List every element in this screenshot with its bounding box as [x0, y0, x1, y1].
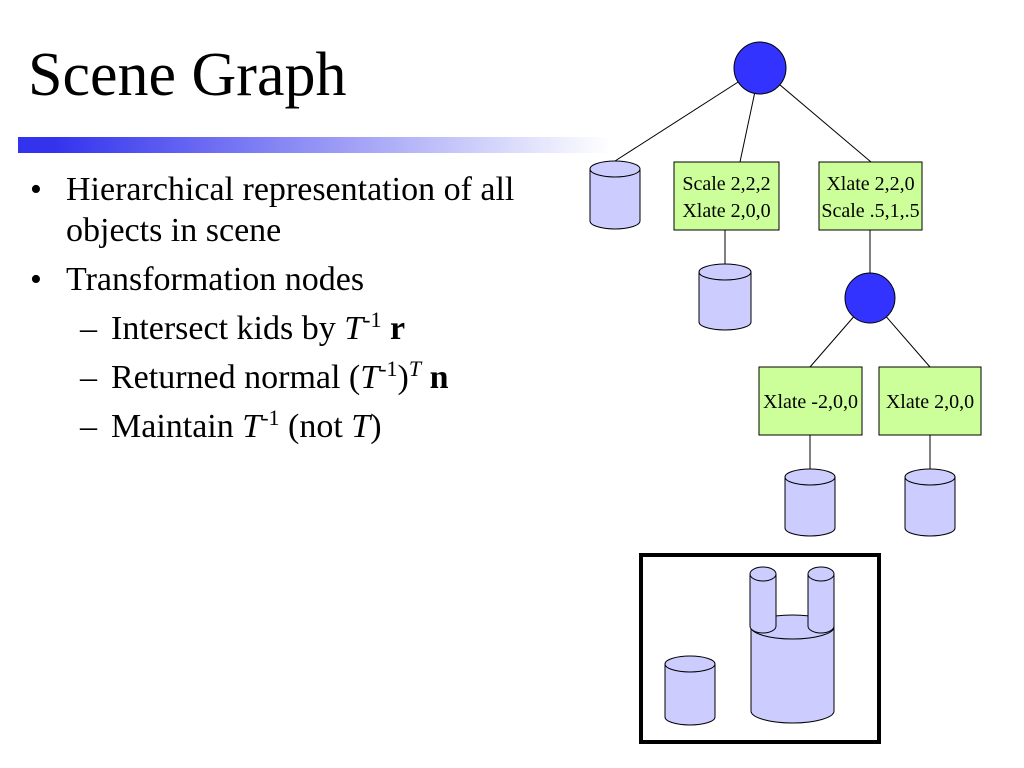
- cylinder-body: [807, 573, 835, 634]
- exponent: -1: [261, 405, 280, 430]
- sub-bullet-text: ): [397, 359, 409, 396]
- rendered-scene: [639, 553, 881, 744]
- cylinder-top: [589, 160, 641, 178]
- transform-node-label: Scale .5,1,.5: [821, 200, 919, 222]
- exponent: T: [409, 356, 421, 381]
- transform-node: Scale 2,2,2 Xlate 2,0,0: [673, 161, 780, 231]
- transform-node: Xlate 2,0,0: [878, 366, 982, 436]
- matrix-symbol: T: [344, 310, 364, 347]
- bullet-list: Hierarchical representation of all objec…: [30, 169, 556, 447]
- transform-node-label: Xlate 2,0,0: [886, 391, 974, 413]
- primitive-cylinder: [904, 468, 956, 537]
- transpose-symbol: T: [408, 356, 422, 381]
- vector-symbol: r: [389, 310, 406, 347]
- bullet-item: Hierarchical representation of all objec…: [30, 169, 556, 251]
- sub-bullet-item: Returned normal (T-1)T n: [80, 356, 556, 398]
- cylinder-top: [749, 566, 777, 582]
- vector-symbol: n: [429, 359, 449, 396]
- matrix-symbol: T: [360, 359, 380, 396]
- cylinder-top: [807, 566, 835, 582]
- sub-bullet-text: (not: [279, 408, 352, 445]
- cylinder-body: [664, 663, 716, 726]
- transform-node-label: Xlate 2,0,0: [682, 200, 770, 222]
- scene-cylinder-tall-left: [749, 566, 777, 634]
- transform-node-label: Xlate 2,2,0: [826, 173, 914, 195]
- matrix-symbol: T: [351, 408, 371, 445]
- cylinder-body: [589, 168, 641, 230]
- title-accent-bar: [18, 137, 610, 153]
- sub-bullet-list: Intersect kids by T-1 r Returned normal …: [80, 307, 556, 447]
- cylinder-body: [750, 626, 835, 724]
- cylinder-top: [784, 468, 836, 486]
- primitive-cylinder: [784, 468, 836, 537]
- cylinder-top: [698, 263, 752, 281]
- bullet-text: Hierarchical representation of all objec…: [66, 171, 515, 249]
- edge: [614, 67, 761, 162]
- cylinder-body: [749, 573, 777, 634]
- scene-cylinder-tall-right: [807, 566, 835, 634]
- primitive-cylinder: [589, 160, 641, 230]
- cylinder-top: [904, 468, 956, 486]
- group-node: [844, 272, 896, 324]
- sub-bullet-item: Intersect kids by T-1 r: [80, 307, 556, 349]
- transform-node-label: Scale 2,2,2: [682, 173, 770, 195]
- exponent: -1: [363, 307, 382, 332]
- exponent: -1: [379, 356, 398, 381]
- sub-bullet-text: Returned normal (: [111, 359, 361, 396]
- sub-bullet-item: Maintain T-1 (not T): [80, 405, 556, 447]
- bullet-item: Transformation nodes Intersect kids by T…: [30, 259, 556, 447]
- transform-node-label: Xlate -2,0,0: [763, 391, 858, 413]
- transform-node-box: [758, 366, 863, 436]
- cylinder-body: [904, 476, 956, 537]
- matrix-symbol: T: [242, 408, 262, 445]
- cylinder-body: [698, 271, 752, 331]
- transform-node: Xlate -2,0,0: [758, 366, 863, 436]
- transform-node-box: [878, 366, 982, 436]
- slide-title: Scene Graph: [28, 41, 347, 109]
- scene-cylinder-small: [664, 655, 716, 726]
- cylinder-top: [664, 655, 716, 673]
- transform-node-box: [673, 161, 780, 231]
- cylinder-body: [784, 476, 836, 537]
- sub-bullet-text: Maintain: [111, 408, 243, 445]
- transform-node-box: [818, 161, 923, 231]
- scene-graph-diagram: Scale 2,2,2 Xlate 2,0,0 Xlate 2,2,0 Scal…: [589, 41, 982, 744]
- bullet-text: Transformation nodes: [66, 261, 365, 298]
- transform-node: Xlate 2,2,0 Scale .5,1,.5: [818, 161, 923, 231]
- primitive-cylinder: [698, 263, 752, 331]
- sub-bullet-text: ): [370, 408, 382, 445]
- group-node-root: [733, 41, 787, 95]
- sub-bullet-text: Intersect kids by: [111, 310, 345, 347]
